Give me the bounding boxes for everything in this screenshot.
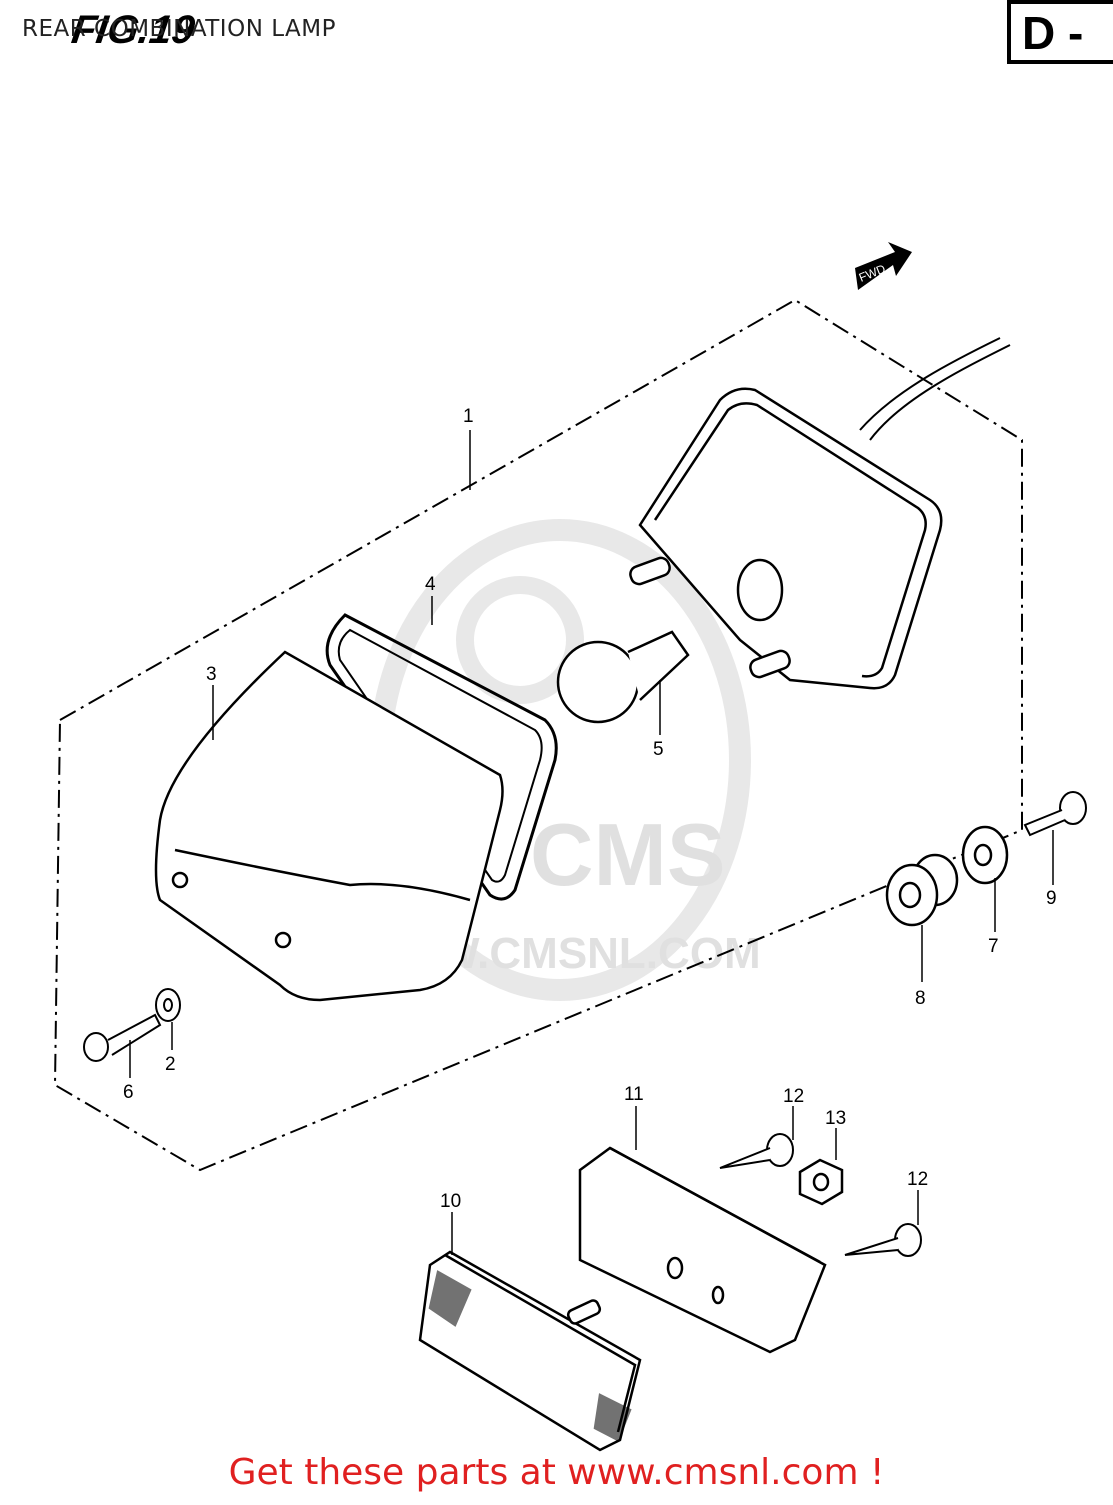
fwd-arrow-label: FWD	[857, 261, 888, 284]
callout-4: 4	[425, 574, 436, 595]
leader-lines	[129, 430, 1054, 1255]
reflector-housing	[578, 1146, 827, 1354]
washer-7	[961, 825, 1009, 885]
callout-13: 13	[825, 1108, 846, 1129]
section-code: D -	[1022, 7, 1084, 59]
bulb	[556, 630, 690, 724]
wire-harness	[869, 344, 1011, 441]
section-box	[1007, 0, 1113, 64]
grommet-8	[885, 853, 959, 927]
callout-1: 1	[463, 406, 474, 427]
lamp-housing	[629, 387, 943, 690]
footer-link[interactable]: Get these parts at www.cmsnl.com !	[228, 1452, 885, 1493]
callout-10: 10	[440, 1191, 461, 1212]
callout-7: 7	[988, 936, 999, 957]
screw-12-lower	[844, 1223, 922, 1257]
callout-6: 6	[123, 1082, 134, 1103]
fwd-arrow-icon	[855, 242, 912, 290]
nut-13	[798, 1158, 844, 1206]
screw-6	[83, 1013, 162, 1062]
washer-2	[155, 988, 181, 1022]
lens	[154, 650, 504, 1002]
callout-3: 3	[206, 664, 217, 685]
callout-12-lower: 12	[907, 1169, 928, 1190]
callout-9: 9	[1046, 888, 1057, 909]
callout-5: 5	[653, 739, 664, 760]
callout-8: 8	[915, 988, 926, 1009]
callout-12-upper: 12	[783, 1086, 804, 1107]
screw-12-upper	[719, 1133, 794, 1169]
reflector	[418, 1250, 642, 1452]
callout-2: 2	[165, 1054, 176, 1075]
page-title: REAR COMBINATION LAMP	[22, 16, 337, 42]
screw-9	[1023, 791, 1087, 837]
watermark-brand: CMS	[530, 805, 726, 904]
gasket	[325, 613, 558, 901]
callout-labels: 1 2 3 4 5 6 7 8 9 10 11 12 13 12	[123, 406, 1057, 1212]
callout-11: 11	[624, 1084, 644, 1105]
